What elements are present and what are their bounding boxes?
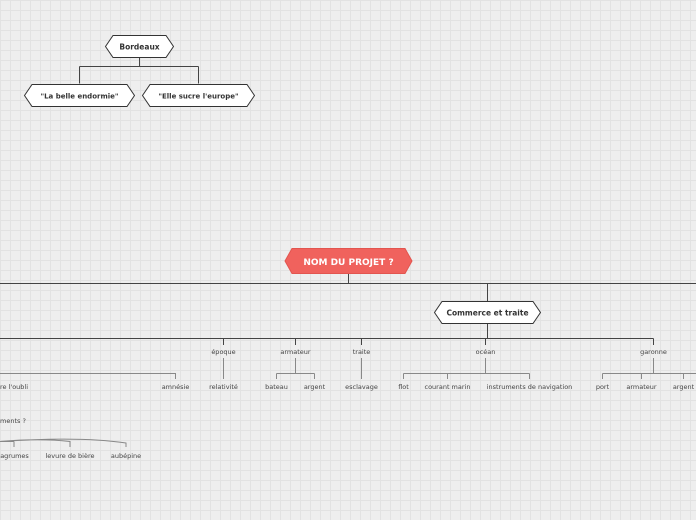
leaf-connectors	[0, 358, 696, 447]
leaf-esclavage[interactable]: esclavage	[345, 383, 378, 391]
topic-armateur[interactable]: armateur	[280, 348, 311, 356]
root-node[interactable]: NOM DU PROJET ?	[284, 248, 413, 274]
topic-traite[interactable]: traite	[353, 348, 371, 356]
leaf-argent-2[interactable]: argent	[673, 383, 695, 391]
leaf-relativite[interactable]: relativité	[209, 383, 238, 391]
sucre-europe-label: "Elle sucre l'europe"	[158, 93, 238, 101]
root-label: NOM DU PROJET ?	[303, 258, 393, 268]
bordeaux-node[interactable]: Bordeaux	[104, 35, 175, 58]
connectors	[0, 57, 696, 345]
leaf-argent-1[interactable]: argent	[304, 383, 326, 391]
sucre-europe-node[interactable]: "Elle sucre l'europe"	[141, 84, 256, 107]
leaf-ments[interactable]: ments ?	[0, 417, 26, 425]
leaf-flot[interactable]: flot	[398, 383, 409, 391]
leaf-armateur-2[interactable]: armateur	[626, 383, 657, 391]
leaf-oubli[interactable]: re l'oubli	[0, 383, 28, 391]
leaf-amnesie[interactable]: amnésie	[162, 383, 190, 391]
belle-endormie-label: "La belle endormie"	[40, 93, 118, 101]
bordeaux-label: Bordeaux	[119, 43, 159, 52]
topic-ocean[interactable]: océan	[476, 348, 496, 356]
topic-garonne[interactable]: garonne	[640, 348, 667, 356]
leaf-bateau[interactable]: bateau	[265, 383, 288, 391]
topic-epoque[interactable]: époque	[211, 348, 235, 356]
leaf-instruments[interactable]: instruments de navigation	[487, 383, 573, 391]
belle-endormie-node[interactable]: "La belle endormie"	[23, 84, 136, 107]
commerce-label: Commerce et traite	[446, 309, 528, 318]
commerce-node[interactable]: Commerce et traite	[433, 301, 542, 324]
leaf-port[interactable]: port	[596, 383, 610, 391]
leaf-aubepine[interactable]: aubépine	[111, 452, 141, 460]
leaf-agrumes[interactable]: agrumes	[0, 452, 29, 460]
leaf-levure[interactable]: levure de bière	[45, 452, 94, 460]
leaf-courant-marin[interactable]: courant marin	[425, 383, 471, 391]
